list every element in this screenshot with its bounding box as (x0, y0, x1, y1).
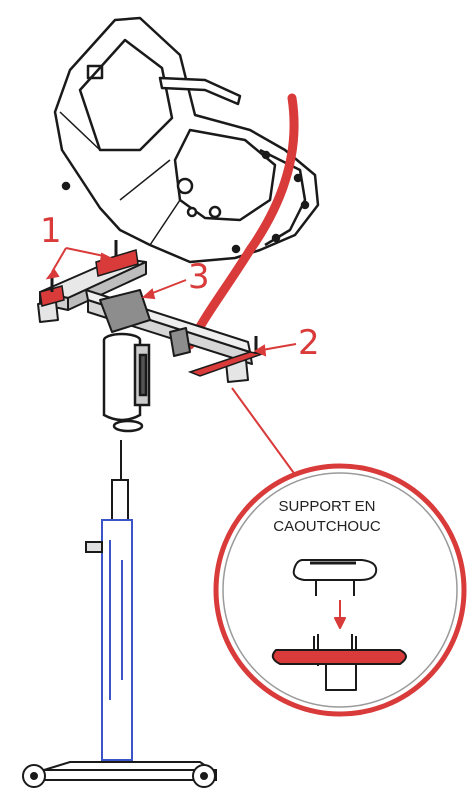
red-strap (185, 93, 299, 350)
detail-title: SUPPORT EN CAOUTCHOUC (252, 497, 402, 537)
detail-title-line2: CAOUTCHOUC (273, 518, 381, 535)
transmission-housing (53, 16, 320, 264)
blue-stand (22, 479, 217, 788)
callout-1: 1 (40, 211, 62, 251)
callout-arrows (45, 247, 297, 477)
stand-head (102, 332, 151, 480)
callout-3: 3 (188, 257, 210, 297)
detail-title-line1: SUPPORT EN (278, 498, 376, 515)
callout-2: 2 (298, 323, 320, 363)
rubber-support-detail (271, 559, 407, 691)
adapter-frame (37, 257, 253, 383)
